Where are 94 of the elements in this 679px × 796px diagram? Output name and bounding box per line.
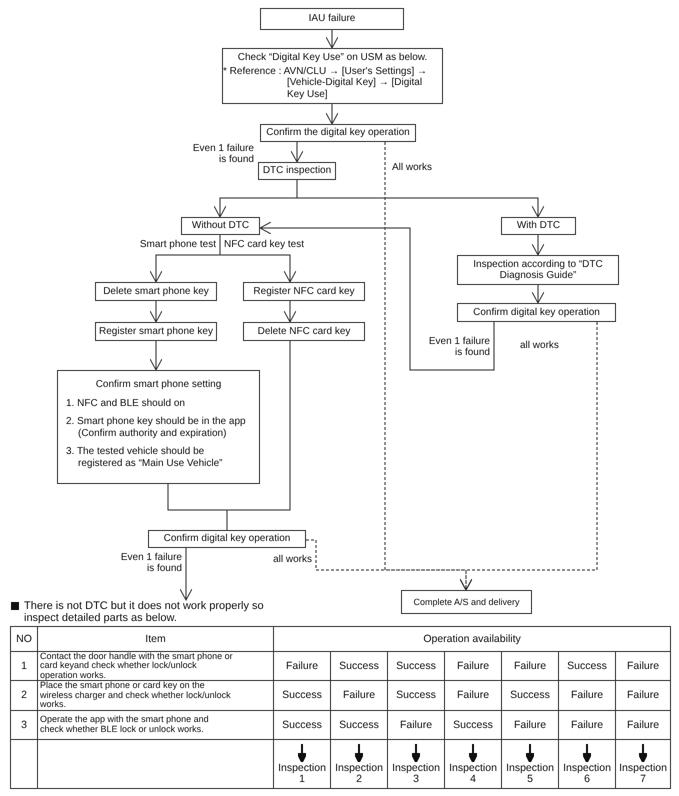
table-cell: Item (38, 626, 274, 652)
box-text: Inspection according to “DTC Diagnosis Guide” (472, 258, 604, 282)
box-text: Check “Digital Key Use” on USM as below. (238, 52, 428, 64)
table-cell: Failure (616, 652, 671, 681)
table-cell: NO (10, 626, 38, 652)
table-cell: Success (330, 652, 388, 681)
box-text: IAU failure (308, 13, 356, 25)
table-cell: Success (558, 652, 616, 681)
reference-text: * Reference : AVN/CLU → [User's Settings] → [Vehicle-Digital Key] → [Digital Key Use] (223, 66, 428, 100)
table-cell: Operate the app with the smart phone and check whether BLE lock or unlock works. (38, 710, 274, 740)
process-box (501, 217, 576, 235)
arrow (532, 234, 544, 256)
edge-label: all works (520, 340, 560, 351)
edge-label: Smart phone test (138, 239, 216, 250)
arrow (180, 548, 192, 600)
table-cell: Failure (274, 652, 330, 681)
process-box (457, 255, 619, 285)
result-text: Inspection 2 (334, 762, 384, 786)
edge-label: all works (272, 554, 312, 565)
edge-label: NFC card key test (224, 239, 306, 250)
arrow (532, 284, 544, 304)
table-cell: Failure (558, 710, 616, 740)
table-cell: Failure (616, 680, 671, 710)
table-cell: 3 (10, 710, 38, 740)
table-cell: Success (274, 680, 330, 710)
table-cell: Failure (330, 680, 388, 710)
edge-label: Even 1 failure is found (192, 143, 254, 165)
box-text: With DTC (516, 220, 560, 232)
table-cell: Success (502, 680, 558, 710)
arrow (284, 300, 296, 322)
edge-label: Even 1 failure is found (120, 552, 182, 574)
table-cell: Success (388, 680, 444, 710)
dashed-arrow (306, 540, 472, 590)
box-text: Complete A/S and delivery (413, 596, 520, 608)
table-cell: Operation availability (274, 626, 671, 652)
table-cell: Failure (388, 710, 444, 740)
table-cell: 2 (10, 680, 38, 710)
note-text: There is not DTC but it does not work properly so inspect detailed parts as below. (24, 600, 264, 624)
arrow (260, 222, 494, 370)
table-cell: Success (274, 710, 330, 740)
result-text: Inspection 7 (618, 762, 668, 786)
box-text: Without DTC (192, 220, 250, 232)
table-cell: Failure (616, 710, 671, 740)
result-text: Inspection 3 (391, 762, 441, 786)
process-box (260, 124, 416, 142)
arrow (326, 30, 338, 48)
edge-label: Even 1 failure is found (428, 336, 490, 358)
table-cell: Failure (444, 652, 502, 681)
process-box (181, 217, 260, 235)
box-text: Confirm smart phone setting (94, 379, 222, 390)
list-item: 1. NFC and BLE should on (66, 398, 186, 409)
process-box (222, 48, 443, 104)
list-item: 3. The tested vehicle should be registered as “Main Use Vehicle” (66, 446, 224, 469)
edge-label: All works (392, 162, 434, 173)
arrow (150, 340, 162, 370)
process-box (57, 370, 260, 484)
result-text: Inspection 4 (448, 762, 498, 786)
process-box (401, 590, 532, 614)
result-text: Inspection 5 (505, 762, 555, 786)
arrow (150, 300, 162, 322)
box-text: Delete smart phone key (103, 286, 209, 298)
process-box (148, 530, 306, 548)
arrow (220, 234, 296, 282)
table-cell: Place the smart phone or card key on the wireless charger and check whether lock/unlock works. (38, 680, 274, 710)
table-cell: Failure (502, 652, 558, 681)
table-cell: Failure (444, 680, 502, 710)
arrow (326, 104, 338, 124)
arrow (290, 142, 304, 162)
box-text: DTC inspection (262, 165, 332, 177)
process-box (457, 303, 616, 322)
box-text: Confirm digital key operation (473, 306, 600, 318)
box-text: Delete NFC card key (258, 326, 350, 338)
result-text: Inspection 6 (562, 762, 612, 786)
connector-line (226, 340, 290, 530)
table-cell: Contact the door handle with the smart phone or card keyand check whether lock/unlock operation works. (38, 652, 274, 681)
box-text: Confirm the digital key operation (266, 127, 410, 139)
process-box (243, 322, 365, 341)
result-text: Inspection 1 (277, 762, 327, 786)
list-item: 2. Smart phone key should be in the app (Confirm authority and expiration) (66, 416, 247, 439)
process-box (95, 322, 217, 341)
table-cell: Failure (558, 680, 616, 710)
box-text: Register NFC card key (253, 286, 355, 298)
box-text: Confirm digital key operation (164, 533, 290, 545)
box-text: Register smart phone key (99, 326, 213, 338)
process-box (243, 282, 365, 301)
table-cell: 1 (10, 652, 38, 681)
arrow (296, 180, 544, 218)
table-cell: Failure (502, 710, 558, 740)
table-cell: Success (388, 652, 444, 681)
process-box (260, 8, 404, 30)
table-cell: Success (330, 710, 388, 740)
table-cell: Success (444, 710, 502, 740)
process-box (258, 162, 336, 180)
process-box (95, 282, 217, 301)
